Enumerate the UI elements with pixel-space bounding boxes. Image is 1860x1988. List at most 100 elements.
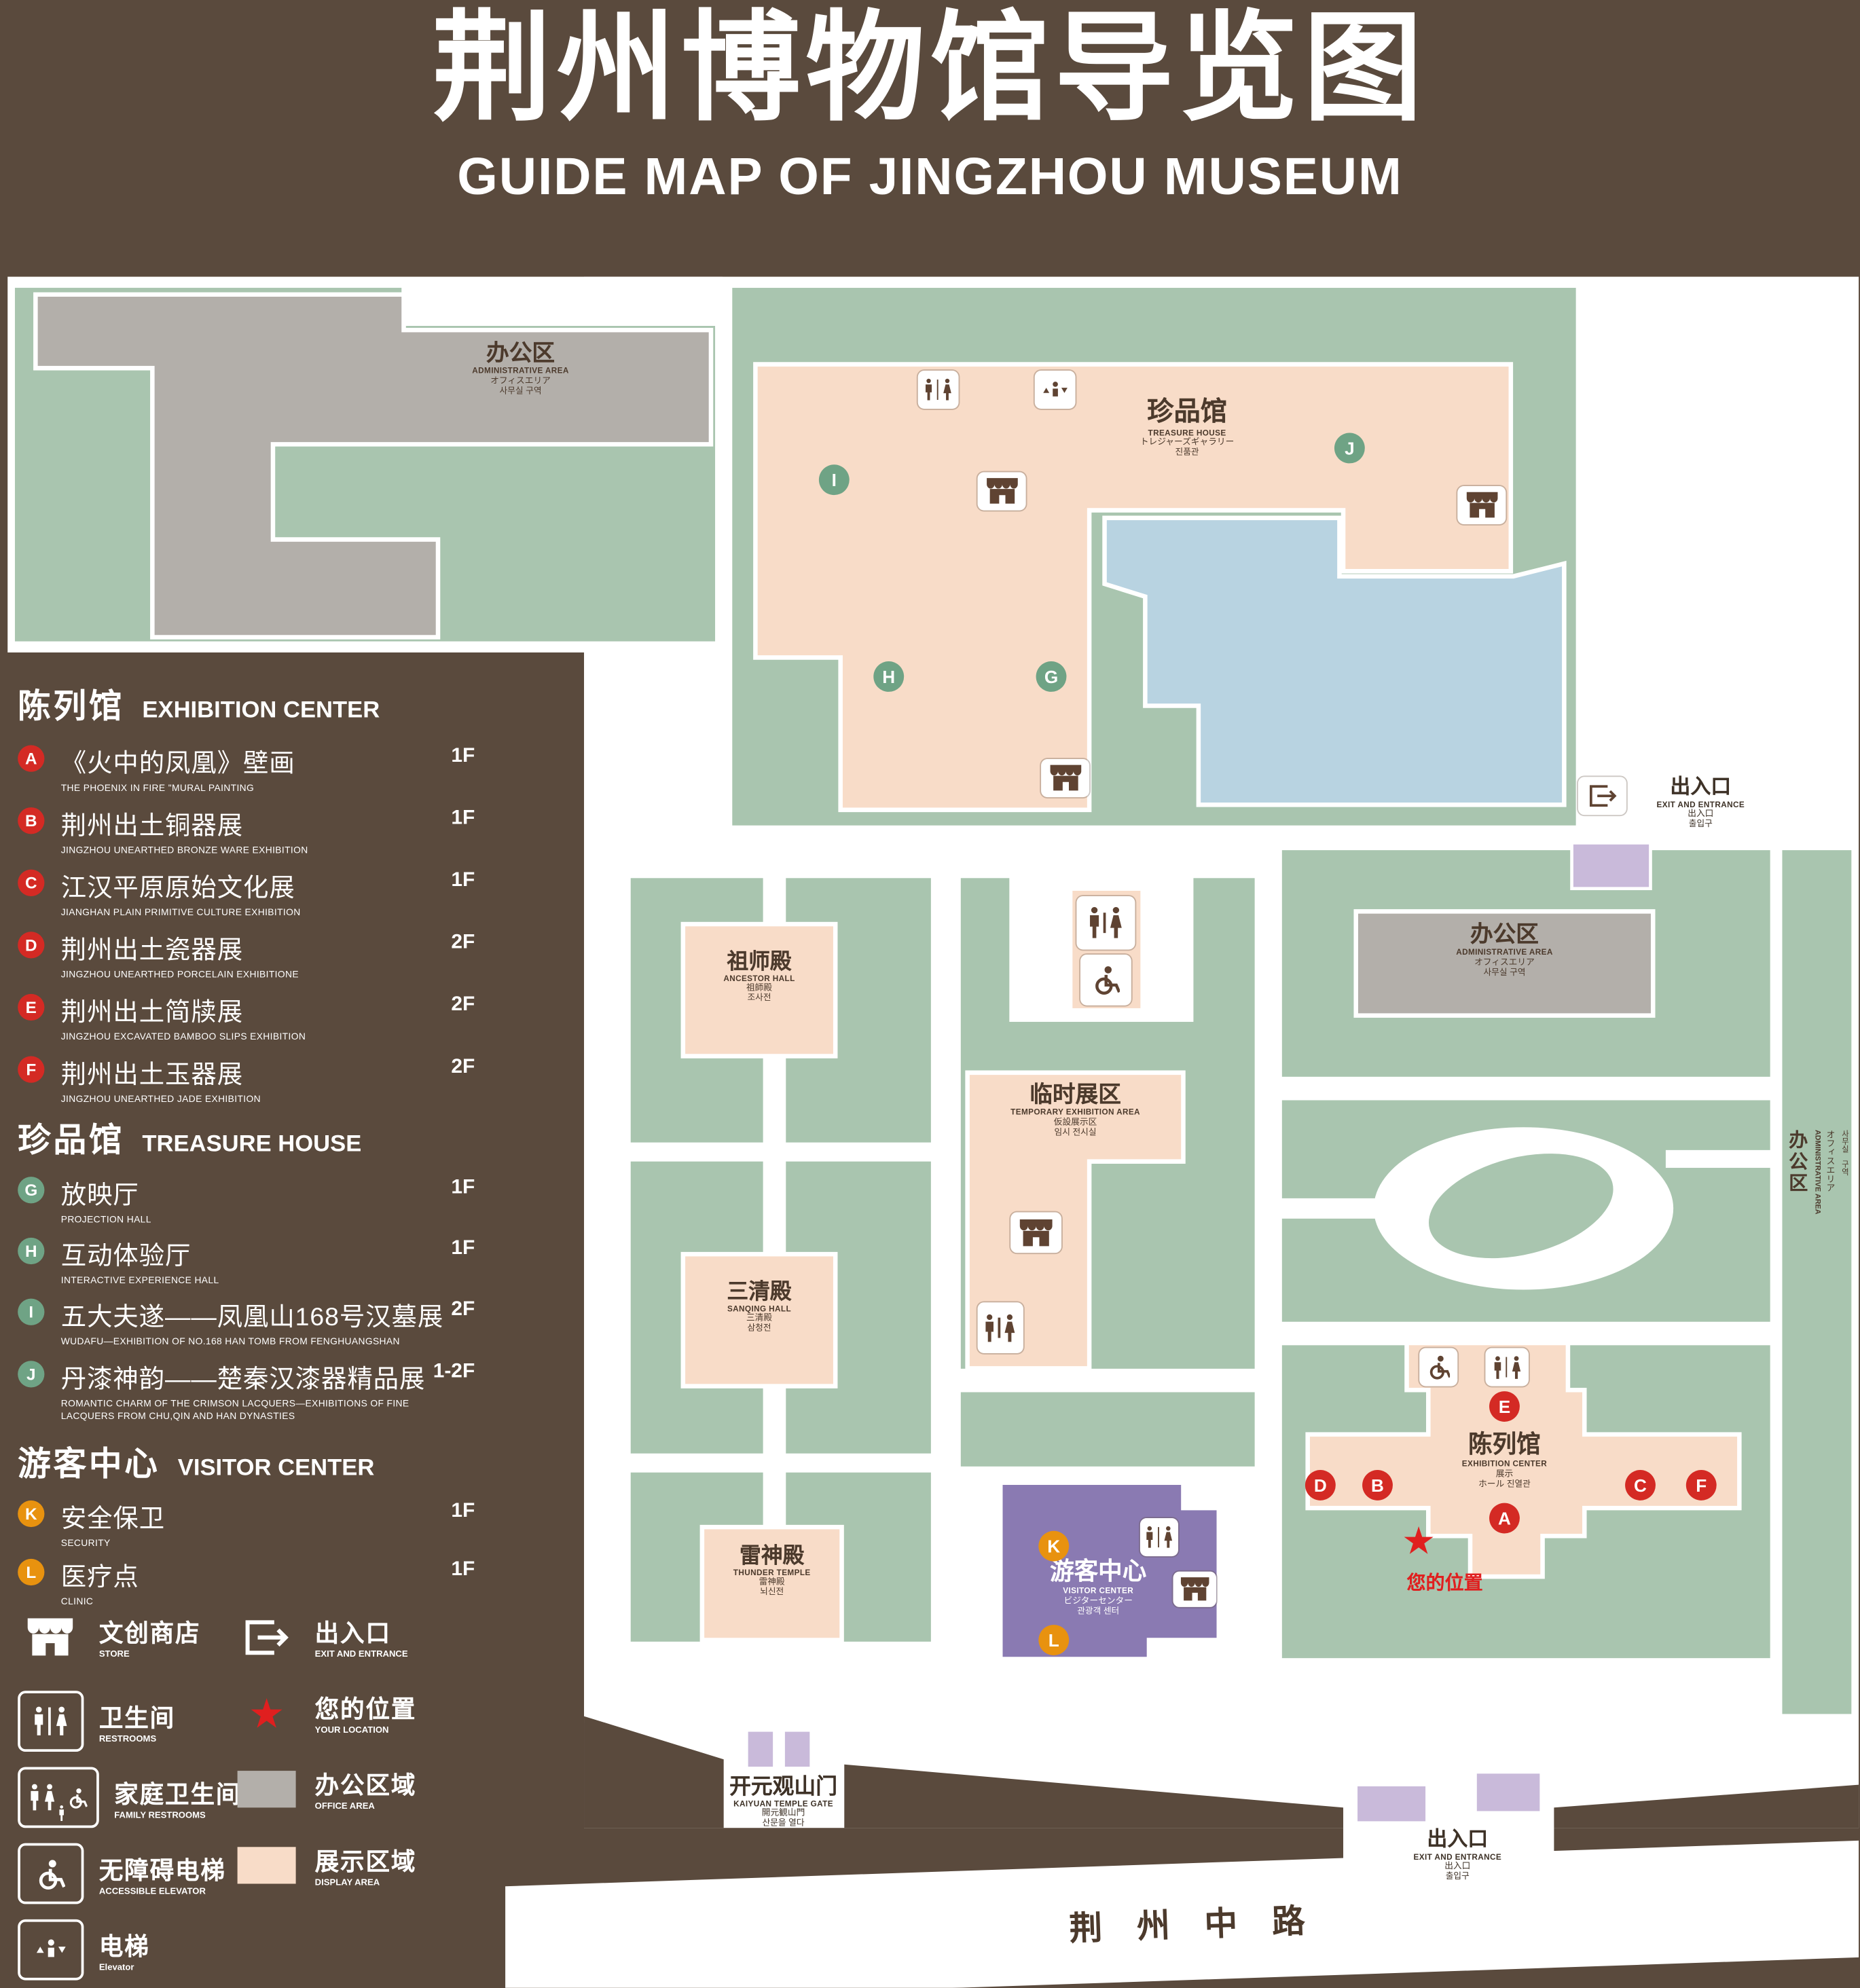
ancestor-hall-label: 祖师殿 ANCESTOR HALL 祖師殿 조사전 — [723, 949, 795, 1004]
treasure-store-sign — [977, 472, 1026, 511]
center-accessible-sign — [1080, 954, 1131, 1006]
treasure-house-building — [753, 362, 1514, 813]
legend-section-exhibition-center: 陈列馆 EXHIBITION CENTER — [18, 686, 380, 725]
treasure-store-sign-south — [1041, 759, 1090, 798]
legend-item-e: E 荆州出土简牍展 JINGZHOU EXCAVATED BAMBOO SLIP… — [18, 991, 482, 1043]
map-marker-i: I — [818, 464, 850, 496]
woman-icon — [1004, 1313, 1017, 1342]
legend-item-i: I 五大夫遂——凤凰山168号汉墓展 WUDAFU—EXHIBITION OF … — [18, 1296, 482, 1348]
exit-south-label: 出入口 EXIT AND ENTRANCE 出入口 출입구 — [1413, 1829, 1502, 1882]
entrance-block-south-right — [1474, 1770, 1544, 1815]
legend-item-k: K 安全保卫 SECURITY 1F — [18, 1498, 482, 1549]
map-marker-b: B — [1362, 1469, 1393, 1501]
temporary-exhibition-label: 临时展区 TEMPORARY EXHIBITION AREA 仮設展示区 임시 … — [1010, 1081, 1140, 1137]
exhibition-center-building — [1305, 1340, 1742, 1579]
store-icon — [1048, 764, 1082, 792]
elevator-glyph-icon — [35, 1938, 67, 1962]
legend-item-a: A 《火中的凤凰》壁画 THE PHOENIX IN FIRE "MURAL P… — [18, 743, 482, 794]
man-icon — [29, 1784, 40, 1811]
wheelchair-icon — [67, 1786, 88, 1808]
exit-northeast-label: 出入口 EXIT AND ENTRANCE 出入口 출입구 — [1656, 777, 1745, 830]
child-icon — [58, 1805, 65, 1822]
woman-icon — [1510, 1355, 1521, 1380]
visitor-center-store-sign — [1173, 1571, 1217, 1607]
admin-northwest-building — [33, 292, 714, 640]
family-restroom-icon — [18, 1767, 99, 1828]
divider — [1104, 913, 1106, 934]
elevator-icon — [1042, 380, 1068, 399]
exit-northeast-sign — [1578, 777, 1626, 815]
page-title: 荆州博物馆导览图 — [432, 1, 1428, 135]
treasure-house-label: 珍品馆 TREASURE HOUSE トレジャーズギャラリー 진품관 — [1139, 397, 1235, 458]
map-marker-f: F — [1685, 1469, 1717, 1501]
sanqing-hall-label: 三清殿 SANQING HALL 三清殿 삼청전 — [727, 1279, 792, 1333]
man-icon — [984, 1313, 996, 1342]
green-area-east-strip — [1777, 845, 1856, 1718]
restroom-icon — [18, 1691, 84, 1752]
temporary-restroom-sign — [977, 1302, 1023, 1353]
thunder-temple-building — [699, 1524, 844, 1642]
pond — [1102, 515, 1567, 807]
map-marker-a: A — [1489, 1503, 1520, 1534]
office-area-swatch — [237, 1771, 296, 1808]
man-icon — [33, 1706, 45, 1737]
admin-northeast-label: 办公区 ADMINISTRATIVE AREA オフィスエリア 사무실 구역 — [1456, 921, 1553, 977]
map-marker-e: E — [1489, 1391, 1520, 1422]
treasure-elevator-sign — [1034, 370, 1076, 409]
woman-icon — [43, 1784, 56, 1811]
display-area-swatch — [237, 1847, 296, 1884]
legend-item-g: G 放映厅 PROJECTION HALL 1F — [18, 1174, 482, 1226]
legend-item-c: C 江汉平原原始文化展 JIANGHAN PLAIN PRIMITIVE CUL… — [18, 867, 482, 919]
divider — [1157, 1527, 1160, 1548]
treasure-store-sign-east — [1457, 486, 1506, 525]
admin-northwest-label: 办公区 ADMINISTRATIVE AREA オフィスエリア 사무실 구역 — [472, 340, 569, 396]
thunder-temple-label: 雷神殿 THUNDER TEMPLE 雷神殿 뇌신전 — [733, 1543, 811, 1598]
gate-pillar-right — [782, 1728, 814, 1770]
man-icon — [1088, 906, 1101, 940]
map-marker-l: L — [1038, 1625, 1070, 1655]
legend-item-j: J 丹漆神韵——楚秦汉漆器精品展 ROMANTIC CHARM OF THE C… — [18, 1358, 482, 1422]
center-restroom-sign — [1076, 896, 1135, 950]
map-marker-d: D — [1305, 1469, 1336, 1501]
location-star-icon: ★ — [248, 1690, 285, 1736]
store-icon — [26, 1617, 75, 1657]
ancestor-hall-building — [680, 921, 838, 1059]
store-icon — [1465, 492, 1499, 519]
admin-east-label: 办公区 ADMINISTRATIVE AREA オフィスエリア 사무실 구역 — [1786, 1129, 1848, 1215]
divider — [998, 1317, 1000, 1338]
temporary-store-sign — [1010, 1212, 1061, 1253]
wheelchair-icon — [1427, 1355, 1451, 1380]
woman-icon — [1109, 906, 1124, 940]
treasure-restroom-sign — [917, 370, 959, 409]
map-marker-c: C — [1625, 1469, 1656, 1501]
woman-icon — [54, 1706, 69, 1737]
map-marker-k: K — [1038, 1530, 1070, 1562]
accessible-elevator-icon — [18, 1843, 84, 1904]
admin-northeast-building — [1353, 909, 1656, 1018]
divider — [936, 380, 938, 400]
store-icon — [1179, 1577, 1210, 1602]
entrance-block-south-left — [1354, 1783, 1429, 1825]
location-star-icon: ★ — [1402, 1520, 1436, 1563]
legend-item-d: D 荆州出土瓷器展 JINGZHOU UNEARTHED PORCELAIN E… — [18, 929, 482, 981]
man-icon — [1493, 1355, 1502, 1380]
legend-section-visitor-center: 游客中心 VISITOR CENTER — [18, 1444, 375, 1483]
gate-pillar-left — [744, 1728, 776, 1770]
wheelchair-icon — [1091, 965, 1120, 995]
man-icon — [1146, 1526, 1154, 1549]
legend-section-treasure-house: 珍品馆 TREASURE HOUSE — [18, 1120, 362, 1159]
store-icon — [985, 477, 1019, 505]
your-location-label: 您的位置 — [1406, 1572, 1483, 1595]
exhibition-accessible-elevator-sign — [1419, 1348, 1458, 1386]
map-marker-h: H — [873, 661, 905, 692]
